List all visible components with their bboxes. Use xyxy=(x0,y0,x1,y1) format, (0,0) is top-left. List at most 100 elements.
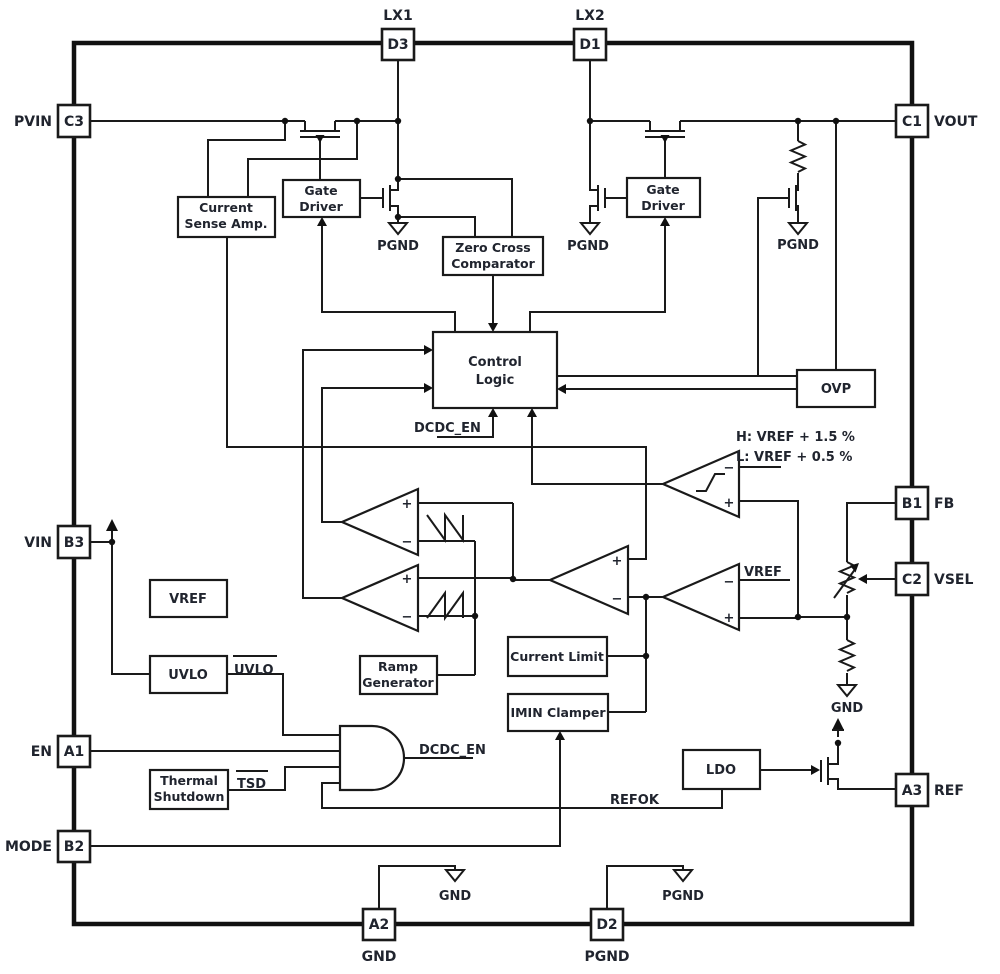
block-control-logic xyxy=(431,330,559,410)
refok-label: REFOK xyxy=(610,793,660,808)
pin-pad-label: A1 xyxy=(64,744,85,760)
block-label: Current xyxy=(199,200,253,215)
pin-pad-b3 xyxy=(56,524,92,560)
ovp-resistor-icon xyxy=(788,140,808,173)
enable-and-gate-icon xyxy=(338,724,406,792)
ref-pass-fet-icon xyxy=(820,757,829,785)
hysteresis-low-threshold: L: VREF + 0.5 % xyxy=(736,450,852,465)
block-label: OVP xyxy=(821,382,851,397)
supply-arrow-icons xyxy=(106,519,844,731)
hysteresis-high-threshold: H: VREF + 1.5 % xyxy=(736,430,855,445)
block-label: LDO xyxy=(706,763,736,778)
pin-pad-a3 xyxy=(894,772,930,808)
minus-sign: − xyxy=(402,535,413,550)
uvlo-bar-label: UVLO xyxy=(234,663,274,678)
block-label: Comparator xyxy=(451,256,535,271)
block-label: Current Limit xyxy=(510,649,604,664)
pin-name-vin: VIN xyxy=(24,535,52,551)
signal-labels: DCDC_EN DCDC_EN REFOK UVLO TSD H: VREF +… xyxy=(234,238,863,904)
pgnd-label: PGND xyxy=(377,239,419,254)
block-label: Ramp xyxy=(378,659,418,674)
ground-arrow-icons xyxy=(386,222,859,883)
pin-name-lx1: LX1 xyxy=(383,8,412,24)
vref-comparator xyxy=(660,562,741,632)
plus-sign: + xyxy=(724,611,735,626)
pin-pad-d3 xyxy=(380,27,416,62)
pin-name-vsel: VSEL xyxy=(934,572,973,588)
block-label: Control xyxy=(468,355,522,370)
functional-blocks: Current Sense Amp. Gate Driver Gate Driv… xyxy=(148,176,877,811)
pin-pad-a2 xyxy=(361,907,397,942)
nmos-lowside-2-icon xyxy=(597,185,606,211)
pin-pad-label: C1 xyxy=(902,114,922,130)
hysteresis-comparator xyxy=(660,449,741,519)
pin-pad-d2 xyxy=(589,907,625,942)
pin-pad-label: D1 xyxy=(579,37,600,53)
block-ldo xyxy=(681,748,762,791)
plus-sign: + xyxy=(724,496,735,511)
pwm-comparator-1 xyxy=(339,487,420,557)
minus-sign: − xyxy=(612,592,623,607)
junction-dots xyxy=(108,117,851,747)
pin-pad-label: B1 xyxy=(902,496,922,512)
pin-pad-d1 xyxy=(572,27,608,62)
block-label: Zero Cross xyxy=(455,240,530,255)
pin-name-pgnd: PGND xyxy=(584,949,629,965)
block-zero-cross-comparator xyxy=(441,235,545,277)
block-thermal-shutdown xyxy=(148,768,230,811)
pmos-highside-1-icon xyxy=(300,121,340,143)
pin-pad-label: D3 xyxy=(387,37,408,53)
pin-pad-label: D2 xyxy=(596,917,617,933)
gnd-label: GND xyxy=(439,889,472,904)
block-label: Generator xyxy=(362,675,434,690)
plus-sign: + xyxy=(402,497,413,512)
wires xyxy=(90,59,896,909)
signal-arrowheads xyxy=(317,217,867,775)
nmos-lowside-1-icon xyxy=(382,185,391,211)
pin-pad-label: B3 xyxy=(64,535,84,551)
ovp-discharge-nmos-icon xyxy=(788,185,797,211)
block-ramp-generator xyxy=(358,654,439,696)
minus-sign: − xyxy=(724,461,735,476)
pin-name-pvin: PVIN xyxy=(14,114,52,130)
block-label: Shutdown xyxy=(154,789,225,804)
pin-pad-c1 xyxy=(894,103,930,139)
fb-divider-lower-resistor-icon xyxy=(837,639,857,672)
block-ovp xyxy=(795,368,877,409)
pin-pad-a1 xyxy=(56,734,92,769)
pin-pad-label: A2 xyxy=(369,917,390,933)
pin-pad-b1 xyxy=(894,485,930,521)
pin-name-gnd: GND xyxy=(362,949,397,965)
pin-pad-label: B2 xyxy=(64,839,84,855)
block-label: UVLO xyxy=(168,668,208,683)
minus-sign: − xyxy=(402,610,413,625)
block-vref xyxy=(148,578,229,619)
block-gate-driver-2 xyxy=(625,176,702,219)
gnd-label: GND xyxy=(831,701,864,716)
block-label: IMIN Clamper xyxy=(510,705,606,720)
block-gate-driver-1 xyxy=(281,178,362,219)
rising-sawtooth-icon xyxy=(426,589,464,622)
block-label: Driver xyxy=(641,198,685,213)
pin-pad-label: A3 xyxy=(902,783,923,799)
tsd-bar-label: TSD xyxy=(237,777,266,792)
pin-pad-label: C2 xyxy=(902,572,922,588)
pin-name-mode: MODE xyxy=(5,839,52,855)
dcdc-en-label: DCDC_EN xyxy=(414,421,481,436)
block-imin-clamper xyxy=(506,692,610,733)
pin-pad-b2 xyxy=(56,829,92,864)
fb-variable-resistor-icon xyxy=(833,561,859,599)
block-current-limit xyxy=(506,635,609,678)
vref-signal-label: VREF xyxy=(744,565,782,580)
error-amplifier xyxy=(547,544,630,616)
block-label: Thermal xyxy=(160,773,218,788)
pin-name-fb: FB xyxy=(934,496,954,512)
pin-pad-label: C3 xyxy=(64,114,84,130)
block-label: Sense Amp. xyxy=(184,216,267,231)
pin-name-ref: REF xyxy=(934,783,964,799)
pin-name-en: EN xyxy=(31,744,52,760)
comparator-signs: − + − + + − + − + − xyxy=(402,461,735,626)
block-current-sense-amp xyxy=(176,195,277,239)
